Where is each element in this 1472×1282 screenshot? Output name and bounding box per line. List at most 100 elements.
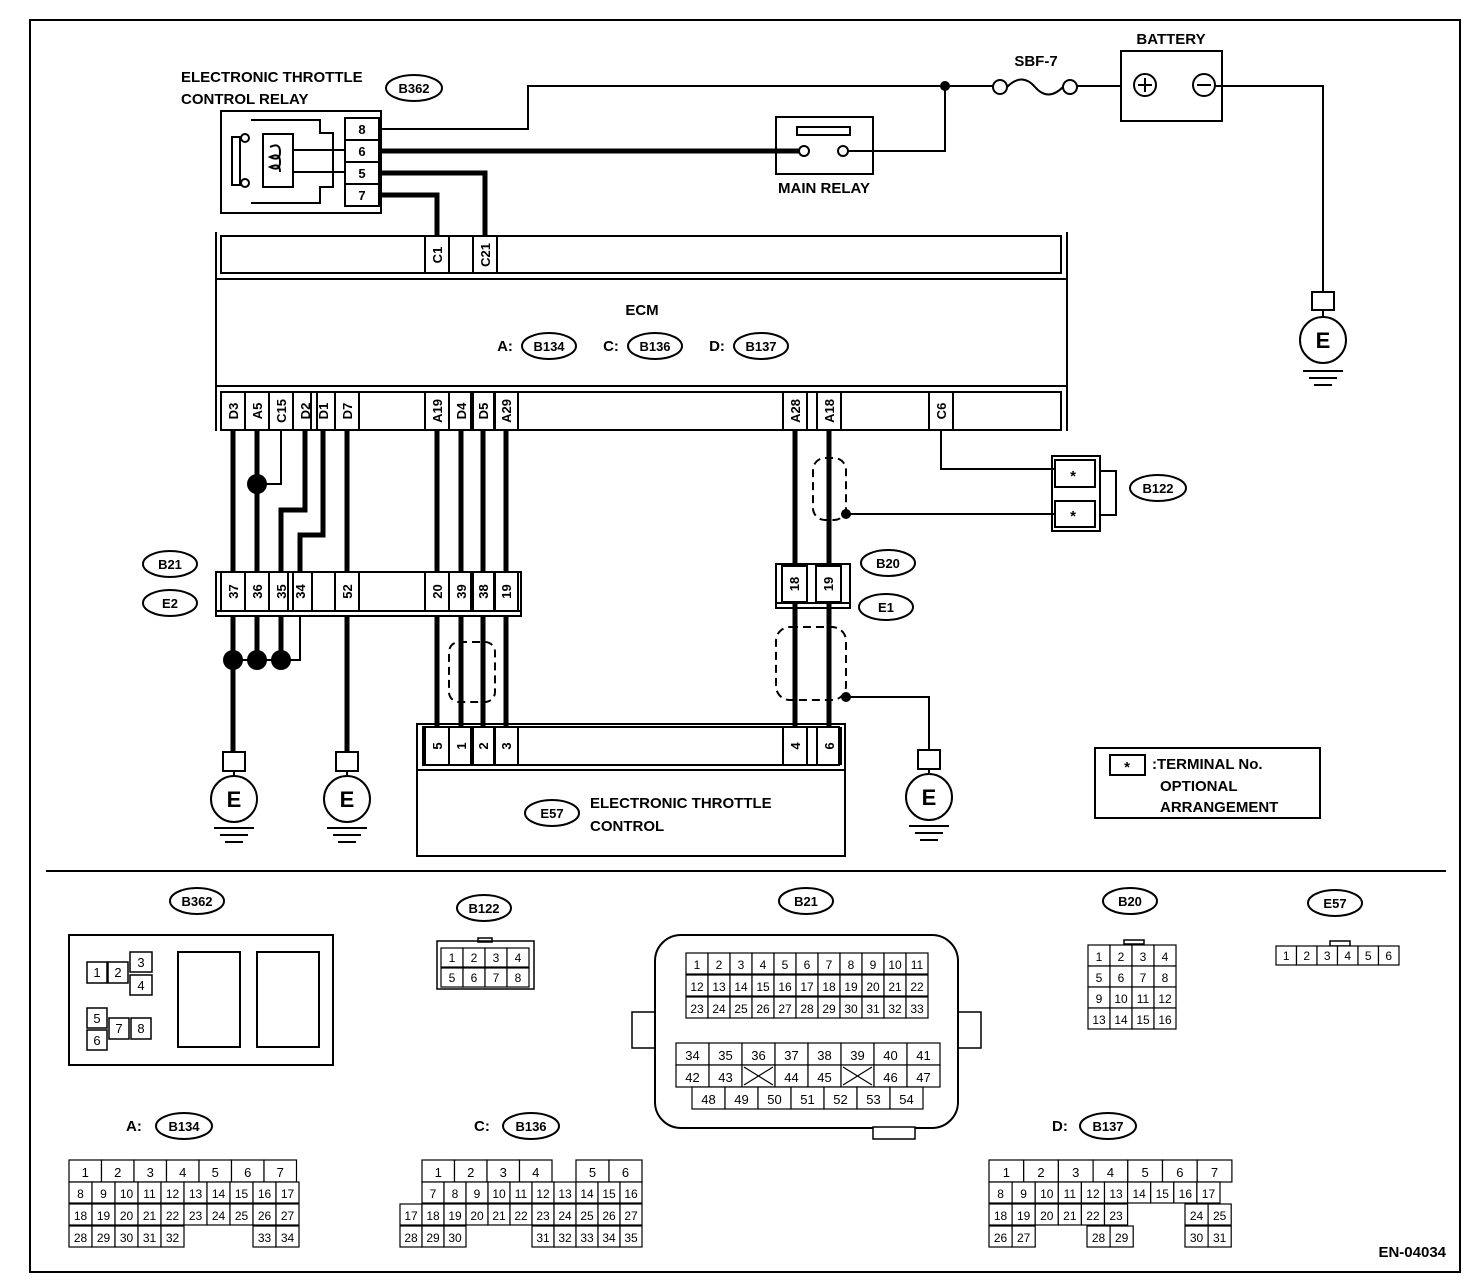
b21-cell-52: 52 bbox=[833, 1092, 847, 1107]
svg-text:*: * bbox=[1070, 508, 1076, 525]
b137-cell-31: 31 bbox=[1213, 1231, 1227, 1245]
svg-text:E1: E1 bbox=[878, 600, 894, 615]
ecm-pin-D7: D7 bbox=[340, 403, 355, 420]
svg-text:E: E bbox=[922, 785, 937, 810]
b21-cell-25: 25 bbox=[734, 1002, 748, 1016]
b21-pin-39: 39 bbox=[454, 584, 469, 598]
b136-cell-28: 28 bbox=[404, 1231, 418, 1245]
b134-cell-23: 23 bbox=[189, 1209, 203, 1223]
b21-cell-10: 10 bbox=[888, 958, 902, 972]
b21-cell-41: 41 bbox=[916, 1048, 930, 1063]
svg-text:8: 8 bbox=[137, 1021, 144, 1036]
b136-cell-6: 6 bbox=[622, 1165, 629, 1180]
b21-cell-50: 50 bbox=[767, 1092, 781, 1107]
connector-view-b362: B362 1 2 3 4 5 6 7 8 bbox=[68, 887, 334, 1066]
svg-text:B137: B137 bbox=[1092, 1119, 1123, 1134]
connector-view-b134: A: B134 bbox=[126, 1112, 213, 1140]
b21-cell-18: 18 bbox=[822, 980, 836, 994]
b137-cell-21: 21 bbox=[1063, 1209, 1077, 1223]
b134-cell-16: 16 bbox=[258, 1187, 272, 1201]
e57-cell-5: 5 bbox=[1365, 949, 1372, 963]
b20-cell-14: 14 bbox=[1114, 1013, 1128, 1027]
b21-cell-49: 49 bbox=[734, 1092, 748, 1107]
svg-text:ARRANGEMENT: ARRANGEMENT bbox=[1160, 799, 1278, 816]
svg-text:BATTERY: BATTERY bbox=[1136, 31, 1205, 48]
ecm-pin-C6: C6 bbox=[934, 403, 949, 420]
svg-text:7: 7 bbox=[358, 188, 365, 203]
b20-cell-5: 5 bbox=[1096, 971, 1103, 985]
svg-text:A:: A: bbox=[497, 338, 513, 355]
b134-cell-7: 7 bbox=[277, 1165, 284, 1180]
svg-text:6: 6 bbox=[93, 1033, 100, 1048]
b21-cell-30: 30 bbox=[844, 1002, 858, 1016]
connector-view-b122: B122 bbox=[436, 894, 535, 990]
b137-cell-17: 17 bbox=[1202, 1187, 1216, 1201]
svg-text:B20: B20 bbox=[876, 556, 900, 571]
battery: BATTERY bbox=[1120, 31, 1223, 122]
b122-cell-8: 8 bbox=[515, 971, 522, 985]
b137-cell-3: 3 bbox=[1072, 1165, 1079, 1180]
b134-cell-3: 3 bbox=[147, 1165, 154, 1180]
b137-cell-18: 18 bbox=[994, 1209, 1008, 1223]
b21-cell-53: 53 bbox=[866, 1092, 880, 1107]
b20-cell-15: 15 bbox=[1136, 1013, 1150, 1027]
b136-cell-21: 21 bbox=[492, 1209, 506, 1223]
b21-cell-33: 33 bbox=[910, 1002, 924, 1016]
b137-cell-1: 1 bbox=[1003, 1165, 1010, 1180]
junction-dot bbox=[940, 81, 950, 91]
b134-cell-11: 11 bbox=[143, 1187, 156, 1201]
b21-cell-12: 12 bbox=[690, 980, 704, 994]
b134-cell-28: 28 bbox=[74, 1231, 88, 1245]
b21-cell-4: 4 bbox=[760, 958, 767, 972]
b122-cell-6: 6 bbox=[471, 971, 478, 985]
svg-text:4: 4 bbox=[137, 978, 144, 993]
ecm-pin-D2: D2 bbox=[298, 403, 313, 420]
b21-cell-8: 8 bbox=[848, 958, 855, 972]
frame bbox=[29, 19, 1461, 1273]
b134-cell-12: 12 bbox=[166, 1187, 180, 1201]
fuse-sbf7: SBF-7 bbox=[992, 53, 1078, 96]
ecm-pin-A19: A19 bbox=[430, 399, 445, 423]
svg-text:E57: E57 bbox=[1323, 896, 1346, 911]
b136-cell-32: 32 bbox=[558, 1231, 572, 1245]
svg-text:C:: C: bbox=[474, 1118, 490, 1135]
e57-pin-5: 5 bbox=[430, 742, 445, 749]
e57-pin-1: 1 bbox=[454, 742, 469, 749]
b136-cell-15: 15 bbox=[602, 1187, 616, 1201]
b21-cell-39: 39 bbox=[850, 1048, 864, 1063]
e57-cell-3: 3 bbox=[1324, 949, 1331, 963]
b21-cell-20: 20 bbox=[866, 980, 880, 994]
e57-cell-2: 2 bbox=[1303, 949, 1310, 963]
svg-text:7: 7 bbox=[115, 1021, 122, 1036]
b134-cell-5: 5 bbox=[212, 1165, 219, 1180]
b137-cell-26: 26 bbox=[994, 1231, 1008, 1245]
b134-cell-4: 4 bbox=[179, 1165, 186, 1180]
b136-cell-20: 20 bbox=[470, 1209, 484, 1223]
b21-cell-28: 28 bbox=[800, 1002, 814, 1016]
b137-cell-12: 12 bbox=[1086, 1187, 1100, 1201]
svg-text::TERMINAL No.: :TERMINAL No. bbox=[1152, 756, 1263, 773]
svg-text:B21: B21 bbox=[158, 557, 182, 572]
top-wiring bbox=[379, 85, 1324, 292]
b134-cell-9: 9 bbox=[100, 1187, 107, 1201]
b136-cell-31: 31 bbox=[536, 1231, 550, 1245]
b21-cell-13: 13 bbox=[712, 980, 726, 994]
b134-cell-15: 15 bbox=[235, 1187, 249, 1201]
b136-cell-10: 10 bbox=[492, 1187, 506, 1201]
connector-view-e57: E57 bbox=[1307, 889, 1363, 947]
b21-pin-34: 34 bbox=[293, 584, 308, 599]
ground-symbols: E E E E bbox=[210, 291, 1347, 843]
b136-cell-26: 26 bbox=[602, 1209, 616, 1223]
svg-text:C21: C21 bbox=[478, 243, 493, 267]
svg-text:ELECTRONIC THROTTLE: ELECTRONIC THROTTLE bbox=[590, 795, 772, 812]
b137-cell-19: 19 bbox=[1017, 1209, 1031, 1223]
b137-cell-20: 20 bbox=[1040, 1209, 1054, 1223]
svg-text:C:: C: bbox=[603, 338, 619, 355]
b21-cell-9: 9 bbox=[870, 958, 877, 972]
b21-cell-37: 37 bbox=[784, 1048, 798, 1063]
b21-cell-47: 47 bbox=[916, 1070, 930, 1085]
b20-cell-3: 3 bbox=[1140, 950, 1147, 964]
